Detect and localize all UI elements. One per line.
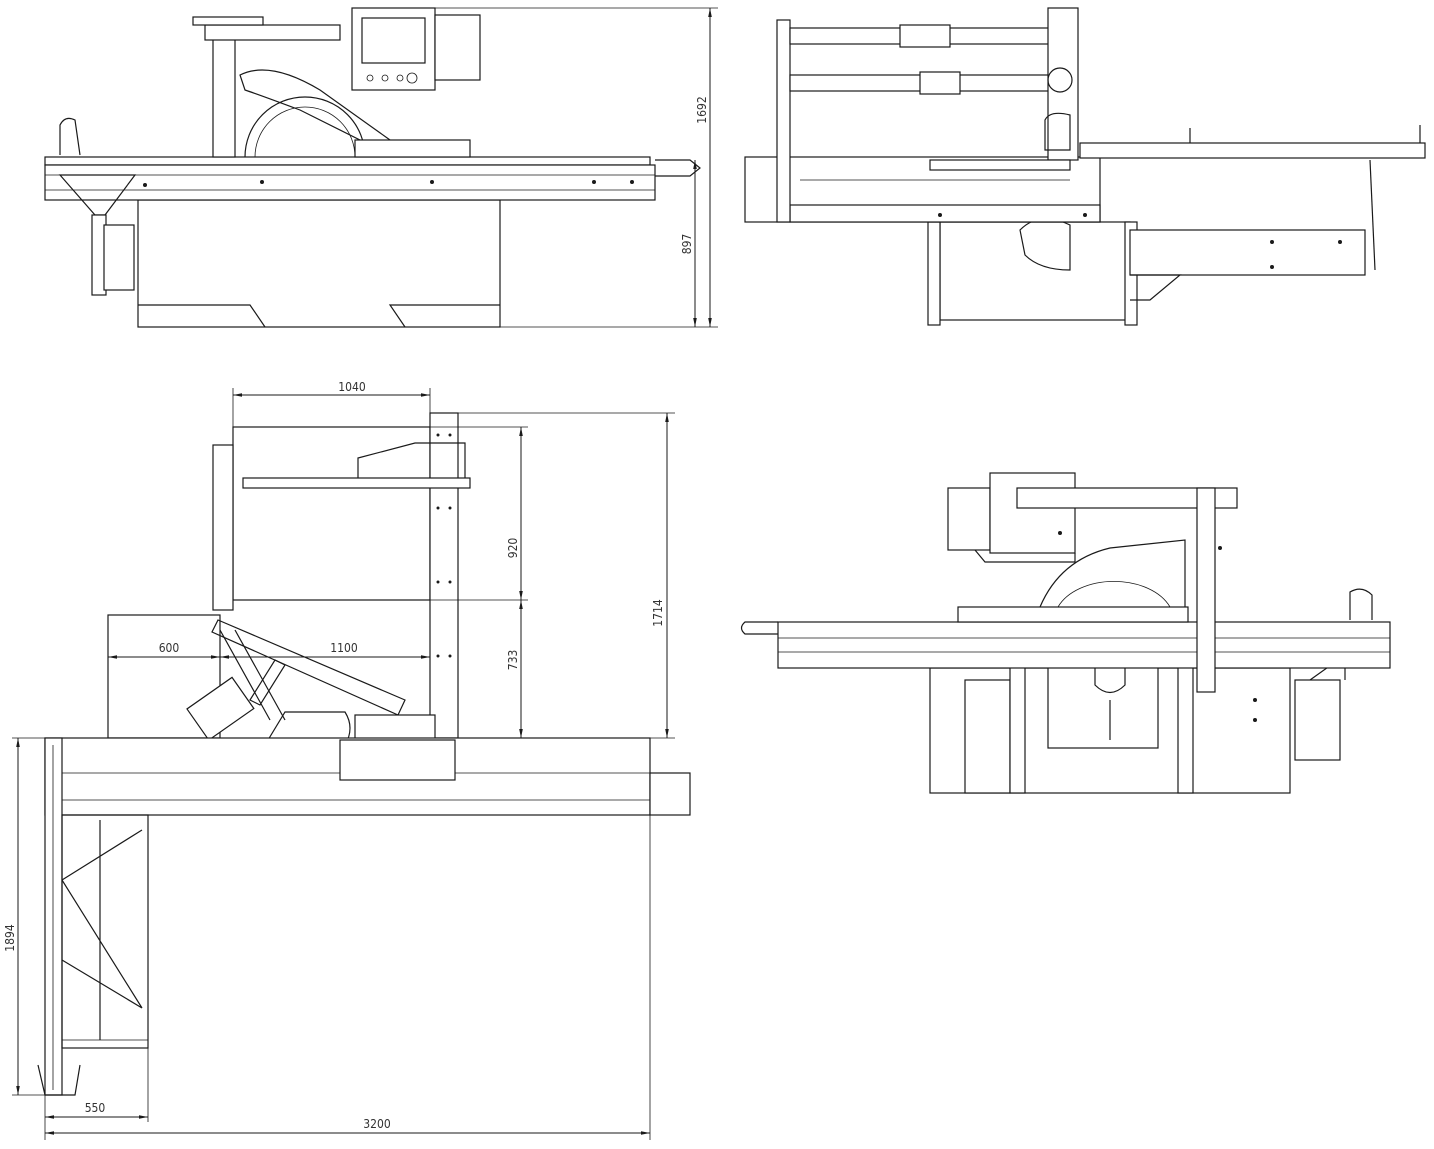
dim-arm-reach: 1100: [330, 641, 358, 655]
dim-overall-height: 1692: [695, 96, 709, 123]
rear-elevation-view: [740, 472, 1391, 794]
side-elevation-view: [744, 7, 1426, 326]
dim-table-height: 897: [680, 234, 694, 255]
dim-overall-length: 3200: [363, 1117, 391, 1131]
dim-lower-height: 733: [506, 650, 520, 671]
dim-frame-length: 1894: [3, 924, 17, 952]
dim-total-depth: 1714: [651, 599, 665, 627]
front-elevation-view: 1692 897: [44, 7, 718, 328]
dim-fence-width: 1040: [338, 380, 366, 394]
dim-frame-width: 550: [85, 1101, 106, 1115]
dim-left-offset: 600: [159, 641, 180, 655]
plan-view: 1040 920 733 1714 600 1100 1894 550 3200: [3, 380, 691, 1140]
dim-upper-height: 920: [506, 538, 520, 559]
